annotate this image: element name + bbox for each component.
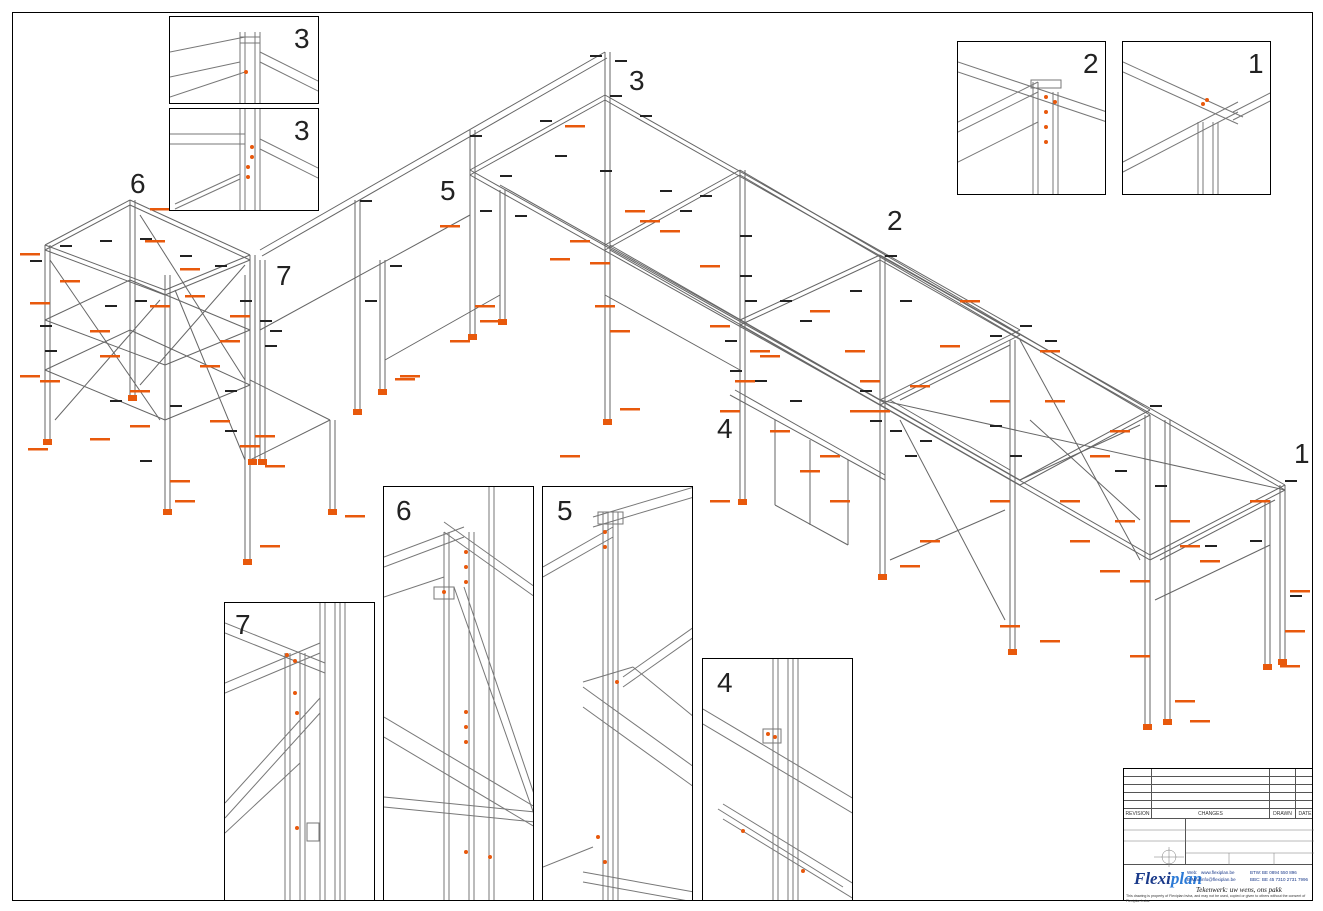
revision-header-row: REVISION CHANGES DRAWN DATE [1124, 809, 1312, 819]
detail-7-number: 7 [235, 609, 251, 640]
tagline: Tekenwerk: uw wens, ons pakk [1196, 886, 1282, 894]
detail-7: 7 [224, 602, 375, 901]
drawn-header: DRAWN [1270, 809, 1296, 818]
web-value: www.flexiplan.be [1201, 870, 1235, 875]
iban-value: BE 45 7310 2731 7996 [1262, 877, 1309, 882]
revision-row [1124, 793, 1312, 801]
callout-1: 1 [1294, 438, 1310, 469]
callout-5: 5 [440, 175, 456, 206]
detail-1-number: 1 [1248, 48, 1264, 79]
company-logo: Flexiplan [1134, 869, 1203, 888]
detail-2-number: 2 [1083, 48, 1099, 79]
changes-header: CHANGES [1152, 809, 1270, 818]
callout-3: 3 [629, 65, 645, 96]
detail-3b-number: 3 [294, 115, 310, 146]
revision-row [1124, 769, 1312, 777]
detail-4-number: 4 [717, 667, 733, 698]
detail-6: 6 [383, 486, 534, 901]
callout-7: 7 [276, 260, 292, 291]
detail-2: 2 [957, 41, 1106, 195]
callout-4: 4 [717, 413, 733, 444]
detail-4: 4 [702, 658, 853, 901]
detail-5: 5 [542, 486, 693, 901]
detail-3a: 3 [169, 16, 319, 104]
copyright-note: This drawing is property of Flexiplan bv… [1126, 894, 1306, 903]
revision-row [1124, 801, 1312, 809]
detail-3b: 3 [169, 108, 319, 211]
web-label: Web: [1187, 870, 1198, 875]
title-block: REVISION CHANGES DRAWN DATE Flexiplan We… [1123, 768, 1314, 903]
detail-3a-number: 3 [294, 23, 310, 54]
callout-2: 2 [887, 205, 903, 236]
iban-label: BBC: [1250, 877, 1261, 882]
title-grid-lines [1124, 829, 1314, 867]
revision-header: REVISION [1124, 809, 1152, 818]
info-grid [1124, 819, 1312, 865]
revision-row [1124, 777, 1312, 785]
detail-1: 1 [1122, 41, 1271, 195]
btw-label: BTW: [1250, 870, 1262, 875]
btw-value: BE 0894 550 896 [1262, 870, 1297, 875]
date-header: DATE [1298, 810, 1312, 817]
revision-row [1124, 785, 1312, 793]
email-label: E-Mail: [1187, 877, 1202, 882]
email-value: info@flexiplan.be [1201, 877, 1236, 882]
callout-6: 6 [130, 168, 146, 199]
detail-5-number: 5 [557, 495, 573, 526]
detail-6-number: 6 [396, 495, 412, 526]
